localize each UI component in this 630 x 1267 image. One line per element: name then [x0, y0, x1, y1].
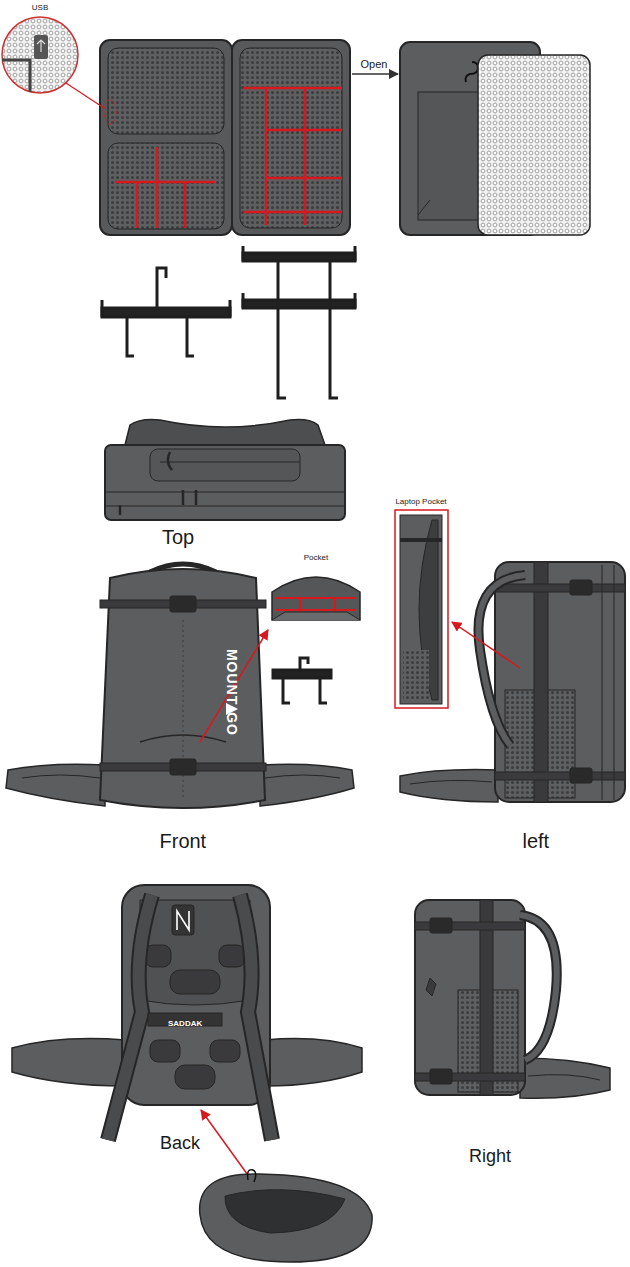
view-title: Right [469, 1146, 511, 1167]
pouch-detail [200, 1170, 372, 1262]
view-title: Front [160, 830, 207, 853]
case-open-view [400, 42, 590, 235]
divider-lines [115, 88, 342, 228]
right-view [415, 900, 610, 1098]
open-label: Open [361, 58, 388, 71]
callout-label: Laptop Pocket [392, 496, 449, 507]
usb-detail [2, 17, 116, 124]
dividers [102, 246, 355, 398]
back-view [12, 885, 362, 1140]
callout-text: Laptop Pocket [395, 497, 446, 506]
laptop-leader [452, 622, 520, 668]
logo-text: GO [224, 712, 240, 736]
pocket-detail [272, 577, 360, 703]
brand-text: SADDAK [168, 1019, 202, 1028]
open-arrow [352, 73, 398, 75]
pouch-leader [201, 1110, 250, 1178]
top-view [105, 420, 345, 520]
callout-label: USB [29, 2, 51, 13]
laptop-detail [395, 510, 448, 708]
view-title: Back [160, 1133, 200, 1154]
open-case [100, 40, 350, 235]
pocket-leader [200, 630, 268, 742]
view-title: left [523, 830, 550, 853]
view-title: Top [162, 526, 194, 549]
logo-text: MOUNT [224, 649, 240, 705]
callout-text: Pocket [304, 553, 328, 562]
callout-text: USB [32, 3, 48, 12]
callout-label: Pocket [301, 552, 331, 563]
